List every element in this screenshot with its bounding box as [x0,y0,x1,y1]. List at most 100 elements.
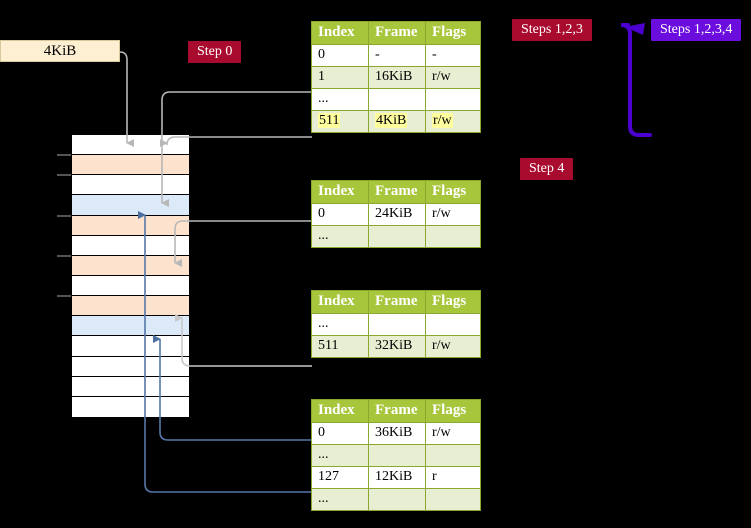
memory-frame-row [72,195,189,216]
step-4-badge: Step 4 [520,158,574,180]
table-row: ... [311,88,481,111]
table-row: 0-- [311,44,481,67]
step-0-label: Step 0 [197,44,233,59]
memory-frame-row [72,275,189,297]
cell-frame [368,88,426,111]
memory-frame-row [72,215,189,236]
cell-frame [368,225,426,248]
cell-index: ... [311,313,369,336]
memory-tick-mark [57,214,71,217]
column-header-frame: Frame [368,21,426,45]
steps-1234-label: Steps 1,2,3,4 [660,22,733,37]
column-header-index: Index [311,399,369,423]
cell-frame: 36KiB [368,422,426,445]
memory-frame-row [72,396,189,417]
column-header-frame: Frame [368,399,426,423]
steps-123-label: Steps 1,2,3 [521,22,583,37]
table-row: 511 4KiB r/w [311,110,481,133]
column-header-flags: Flags [425,180,481,204]
cell-index: 0 [311,44,369,67]
memory-frame-row [72,336,189,357]
cell-index: 511 [311,110,369,133]
column-header-index: Index [311,180,369,204]
cell-frame: 32KiB [368,335,426,358]
cell-frame: 16KiB [368,66,426,89]
memory-frame-row [72,255,189,276]
cell-index: 0 [311,203,369,226]
cell-frame [368,488,426,511]
purple-arrowhead-icon [625,23,645,35]
cell-frame [368,444,426,467]
cell-flags [425,313,481,336]
cell-frame: 4KiB [368,110,426,133]
memory-tick-mark [57,295,71,298]
step-0-badge: Step 0 [188,41,242,63]
memory-frame-row [72,356,189,377]
memory-tick-mark [57,154,71,157]
cell-index: 1 [311,66,369,89]
wire-pdpt-to-memory [174,220,312,267]
highlighted-value: r/w [432,113,453,128]
cell-frame [368,313,426,336]
step-4-label: Step 4 [529,161,565,176]
table-row: ... [311,488,481,511]
cell-frame: 12KiB [368,466,426,489]
wire-pd-to-memory [175,314,312,367]
memory-frame-row [72,135,189,156]
memory-frame-row [72,175,189,196]
steps-123-badge: Steps 1,2,3 [512,19,592,41]
cell-index: ... [311,488,369,511]
cell-index: 511 [311,335,369,358]
cell-flags: r/w [425,66,481,89]
memory-frame-row [72,235,189,256]
highlighted-value: 4KiB [375,113,408,128]
frame-size-label: 4KiB [0,40,120,62]
memory-frame-row [72,155,189,176]
column-header-index: Index [311,290,369,314]
cell-flags: r/w [425,110,481,133]
memory-frame-row [72,376,189,397]
wire-purple-loop [620,23,652,137]
wire-4kib-to-frame [119,51,134,147]
memory-frame-row [72,296,189,317]
memory-frame-row [72,316,189,337]
cell-frame: - [368,44,426,67]
cell-index: ... [311,225,369,248]
cell-index: ... [311,444,369,467]
cell-flags [425,488,481,511]
steps-1234-badge: Steps 1,2,3,4 [651,19,742,41]
cell-flags [425,225,481,248]
column-header-index: Index [311,21,369,45]
memory-tick-mark [57,254,71,257]
cell-index: ... [311,88,369,111]
cell-flags: - [425,44,481,67]
memory-tick-mark [57,174,71,177]
column-header-flags: Flags [425,21,481,45]
frame-size-text: 4KiB [43,43,77,59]
table-row: ... [311,225,481,248]
cell-flags: r/w [425,203,481,226]
cell-frame: 24KiB [368,203,426,226]
column-header-frame: Frame [368,180,426,204]
column-header-frame: Frame [368,290,426,314]
table-row: ... [311,444,481,467]
cell-index: 127 [311,466,369,489]
cell-flags: r/w [425,422,481,445]
cell-index: 0 [311,422,369,445]
column-header-flags: Flags [425,399,481,423]
cell-flags: r [425,466,481,489]
cell-flags: r/w [425,335,481,358]
